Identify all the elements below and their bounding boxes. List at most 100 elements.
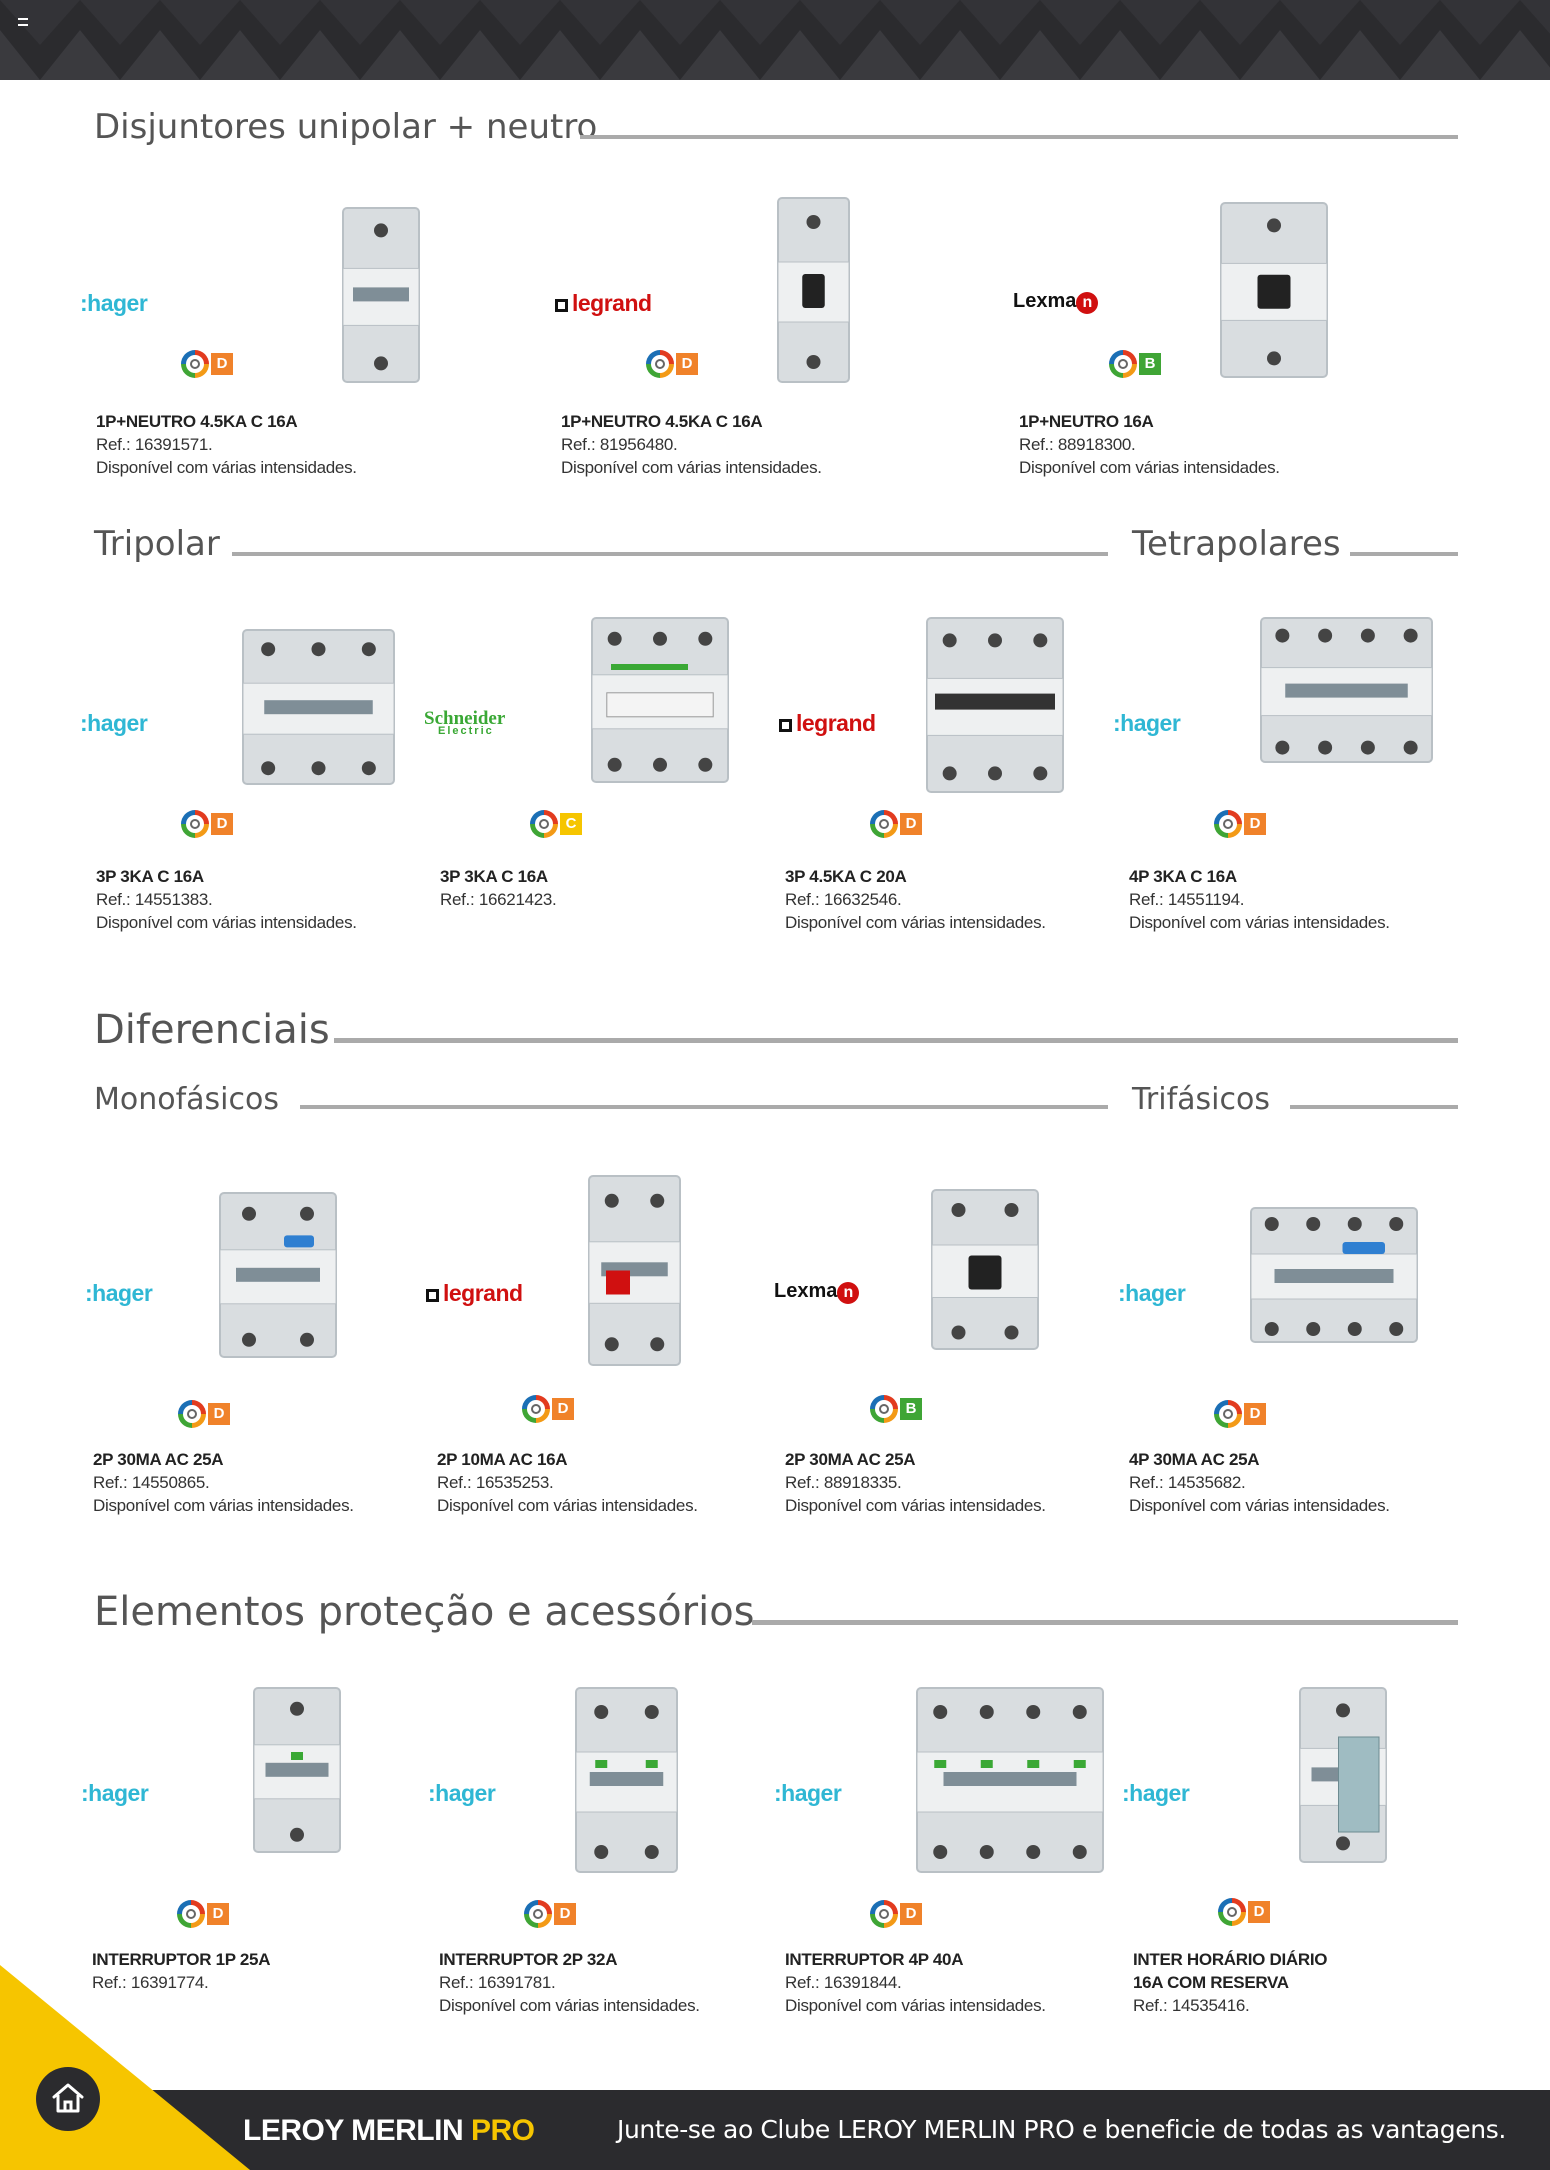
energy-ring-icon xyxy=(178,1400,206,1428)
product-ref: Ref.: 16391781. xyxy=(439,1973,556,1992)
product-availability: Disponível com várias intensidades. xyxy=(437,1496,698,1515)
product-name-line2: 16A COM RESERVA xyxy=(1133,1973,1289,1992)
hager-logo: :hager xyxy=(774,1780,842,1806)
product-availability: Disponível com várias intensidades. xyxy=(785,1996,1046,2015)
product-image[interactable] xyxy=(776,190,851,395)
product-ref: Ref.: 16632546. xyxy=(785,890,902,909)
product-image[interactable] xyxy=(1298,1680,1388,1875)
energy-ring-icon xyxy=(177,1900,205,1928)
product-availability: Disponível com várias intensidades. xyxy=(93,1496,354,1515)
hager-logo: :hager xyxy=(80,710,148,736)
product-image[interactable] xyxy=(590,610,730,795)
product-ref: Ref.: 14551383. xyxy=(96,890,213,909)
product-image[interactable] xyxy=(341,200,421,395)
energy-class: B xyxy=(1139,353,1161,375)
energy-class: D xyxy=(552,1398,574,1420)
product-image[interactable] xyxy=(252,1680,342,1865)
product-name: INTERRUPTOR 4P 40A xyxy=(785,1950,964,1969)
product-image[interactable] xyxy=(1259,610,1434,775)
hager-logo: :hager xyxy=(1122,1780,1190,1806)
product-availability: Disponível com várias intensidades. xyxy=(785,913,1046,932)
product-availability: Disponível com várias intensidades. xyxy=(561,458,822,477)
energy-label-badge: D xyxy=(524,1900,580,1928)
product-image[interactable] xyxy=(925,610,1065,805)
home-button[interactable] xyxy=(36,2067,100,2131)
section-title-elementos: Elementos proteção e acessórios xyxy=(94,1589,755,1635)
product-image[interactable] xyxy=(915,1680,1105,1885)
energy-label-badge: B xyxy=(1109,350,1165,378)
product-image[interactable] xyxy=(574,1680,679,1885)
section-rule xyxy=(300,1105,1108,1109)
product-availability: Disponível com várias intensidades. xyxy=(96,913,357,932)
energy-ring-icon xyxy=(530,810,558,838)
product-ref: Ref.: 16535253. xyxy=(437,1473,554,1492)
hager-logo: :hager xyxy=(1118,1280,1186,1306)
product-ref: Ref.: 14535416. xyxy=(1133,1996,1250,2015)
product-image[interactable] xyxy=(218,1185,338,1370)
product-name: 1P+NEUTRO 16A xyxy=(1019,412,1154,431)
legrand-logo: legrand xyxy=(779,710,876,737)
section-subtitle-trifasicos: Trifásicos xyxy=(1132,1082,1270,1117)
section-rule xyxy=(752,1620,1458,1625)
product-availability: Disponível com várias intensidades. xyxy=(785,1496,1046,1515)
hager-logo: :hager xyxy=(1113,710,1181,736)
energy-ring-icon xyxy=(870,1395,898,1423)
energy-label-badge: D xyxy=(181,350,237,378)
footer-bar: LEROY MERLIN PRO Junte-se ao Clube LEROY… xyxy=(0,2090,1550,2170)
product-ref: Ref.: 88918300. xyxy=(1019,435,1136,454)
energy-class: D xyxy=(207,1903,229,1925)
section-title-unipolar: Disjuntores unipolar + neutro xyxy=(94,107,598,147)
product-image[interactable] xyxy=(241,622,396,797)
energy-label-badge: D xyxy=(870,1900,926,1928)
product-image[interactable] xyxy=(930,1182,1040,1362)
product-availability: Disponível com várias intensidades. xyxy=(96,458,357,477)
energy-class: D xyxy=(211,353,233,375)
energy-label-badge: D xyxy=(1214,1400,1270,1428)
product-availability: Disponível com várias intensidades. xyxy=(1019,458,1280,477)
energy-ring-icon xyxy=(646,350,674,378)
product-ref: Ref.: 16391571. xyxy=(96,435,213,454)
product-name: 2P 10MA AC 16A xyxy=(437,1450,568,1469)
product-image[interactable] xyxy=(587,1168,682,1378)
product-name: 3P 3KA C 16A xyxy=(440,867,548,886)
energy-ring-icon xyxy=(1109,350,1137,378)
energy-label-badge: D xyxy=(177,1900,233,1928)
footer-brand[interactable]: LEROY MERLIN PRO xyxy=(243,2114,535,2147)
product-ref: Ref.: 14550865. xyxy=(93,1473,210,1492)
energy-class: D xyxy=(676,353,698,375)
energy-label-badge: D xyxy=(1214,810,1270,838)
product-name: INTERRUPTOR 2P 32A xyxy=(439,1950,618,1969)
home-icon xyxy=(52,2083,84,2113)
product-name: 3P 3KA C 16A xyxy=(96,867,204,886)
hager-logo: :hager xyxy=(85,1280,153,1306)
energy-ring-icon xyxy=(870,810,898,838)
energy-class: D xyxy=(1244,1403,1266,1425)
product-image[interactable] xyxy=(1249,1200,1419,1355)
product-image[interactable] xyxy=(1219,195,1329,390)
energy-ring-icon xyxy=(1214,1400,1242,1428)
menu-icon[interactable] xyxy=(18,18,28,26)
product-availability: Disponível com várias intensidades. xyxy=(1129,1496,1390,1515)
energy-class: D xyxy=(900,813,922,835)
energy-label-badge: D xyxy=(1218,1898,1274,1926)
section-rule xyxy=(232,552,1108,556)
energy-class: D xyxy=(208,1403,230,1425)
